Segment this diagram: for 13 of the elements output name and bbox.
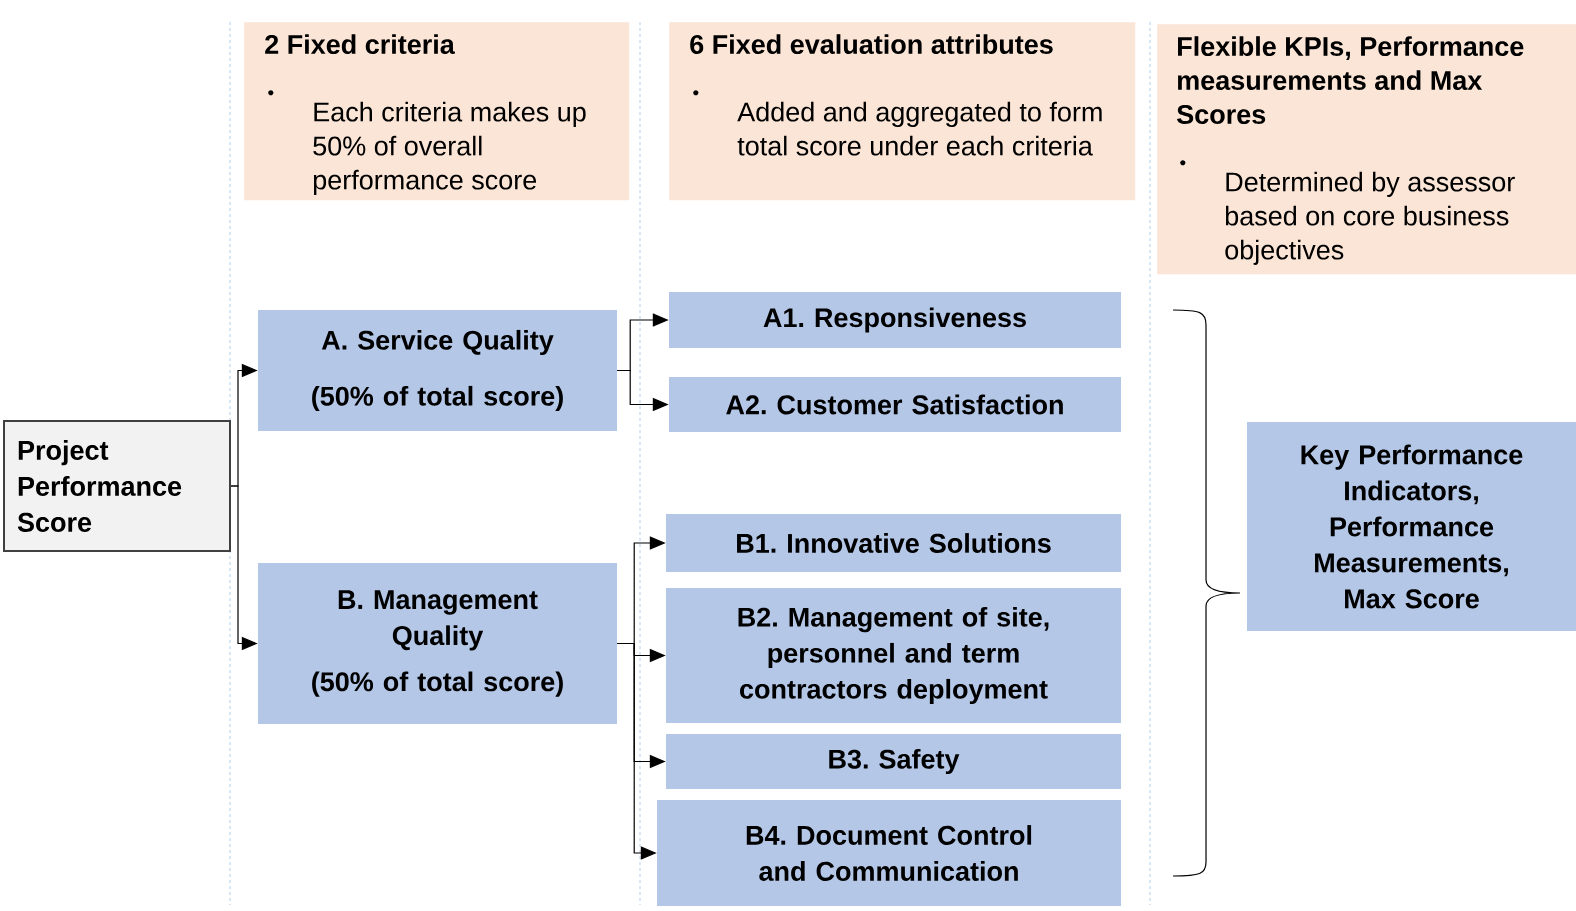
criteria-box: A. Service Quality (50% of total score) bbox=[258, 310, 617, 431]
criteria-box: B. Management Quality (50% of total score) bbox=[258, 563, 617, 724]
root-box: Project Performance Score bbox=[3, 420, 231, 552]
attribute-box: B4. Document Control and Communication bbox=[657, 800, 1121, 906]
header-box: 6 Fixed evaluation attributes Added and aggregated to form total score under each criteria bbox=[669, 22, 1136, 201]
attribute-box: B2. Management of site, personnel and term contractors deployment bbox=[666, 588, 1121, 723]
header-box: 2 Fixed criteria Each criteria makes up 50% of overall performance score bbox=[244, 22, 630, 201]
attribute-box: A1. Responsiveness bbox=[669, 292, 1121, 348]
attribute-box: B1. Innovative Solutions bbox=[666, 514, 1121, 572]
kpi-box: Key Performance Indicators, Performance Measurements, Max Score bbox=[1247, 422, 1576, 631]
header-box: Flexible KPIs, Performance measurements and Max Scores Determined by assessor based on core business objectives bbox=[1157, 24, 1576, 275]
attribute-box: A2. Customer Satisfaction bbox=[669, 377, 1121, 432]
attribute-box: B3. Safety bbox=[666, 734, 1121, 789]
